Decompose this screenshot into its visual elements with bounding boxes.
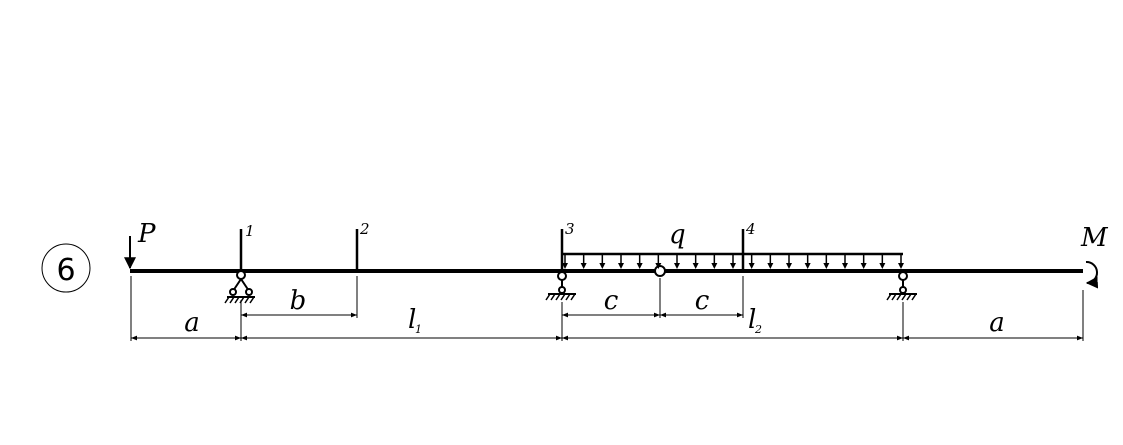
label-m: M <box>1080 223 1109 253</box>
label-q: q <box>669 220 686 250</box>
support-1 <box>224 270 255 304</box>
load-arrow-head <box>599 263 606 269</box>
load-arrow-head <box>767 263 774 269</box>
svg-text:2: 2 <box>754 323 762 336</box>
dim-label-b: b <box>290 286 307 316</box>
svg-text:l: l <box>408 305 416 335</box>
problem-number-badge: 6 <box>41 243 91 293</box>
load-arrow-head <box>879 263 886 269</box>
load-arrow-head <box>636 263 643 269</box>
dim-label-c2: c <box>695 286 710 316</box>
support-right <box>886 271 917 301</box>
load-arrow-head <box>655 263 662 269</box>
load-arrow-head <box>842 263 848 269</box>
distributed-load-q <box>562 252 904 269</box>
section-label-3: 3 <box>565 220 575 238</box>
load-arrow-head <box>804 263 811 269</box>
load-arrow-head <box>860 263 867 269</box>
load-arrow-head <box>748 263 755 269</box>
dim-label-l1: l 1 <box>408 305 422 336</box>
load-arrow-head <box>711 263 718 269</box>
load-arrow-head <box>618 263 624 269</box>
load-arrow-head <box>898 263 904 269</box>
dimension-lines <box>131 312 1083 341</box>
load-arrow-head <box>823 263 830 269</box>
load-arrow-head <box>786 263 792 269</box>
problem-number: 6 <box>56 253 75 288</box>
dim-label-a-left: a <box>184 308 200 338</box>
support-middle <box>545 271 576 301</box>
svg-text:l: l <box>748 305 756 335</box>
load-arrow-head <box>730 263 736 269</box>
section-label-1: 1 <box>245 222 255 240</box>
load-arrow-head <box>674 263 680 269</box>
label-p: P <box>137 219 156 249</box>
section-label-2: 2 <box>359 220 370 238</box>
load-arrow-head <box>580 263 587 269</box>
section-label-4: 4 <box>745 220 756 238</box>
moment-m <box>1085 260 1099 289</box>
load-arrow-head <box>562 263 568 269</box>
internal-hinge <box>654 265 666 277</box>
load-arrow-head <box>692 263 699 269</box>
dimension-extension-lines <box>130 276 1084 341</box>
dim-label-l2: l 2 <box>748 305 762 336</box>
dim-label-c1: c <box>604 286 619 316</box>
svg-text:1: 1 <box>415 323 422 336</box>
dim-label-a-right: a <box>989 308 1005 338</box>
section-marks <box>239 229 745 271</box>
